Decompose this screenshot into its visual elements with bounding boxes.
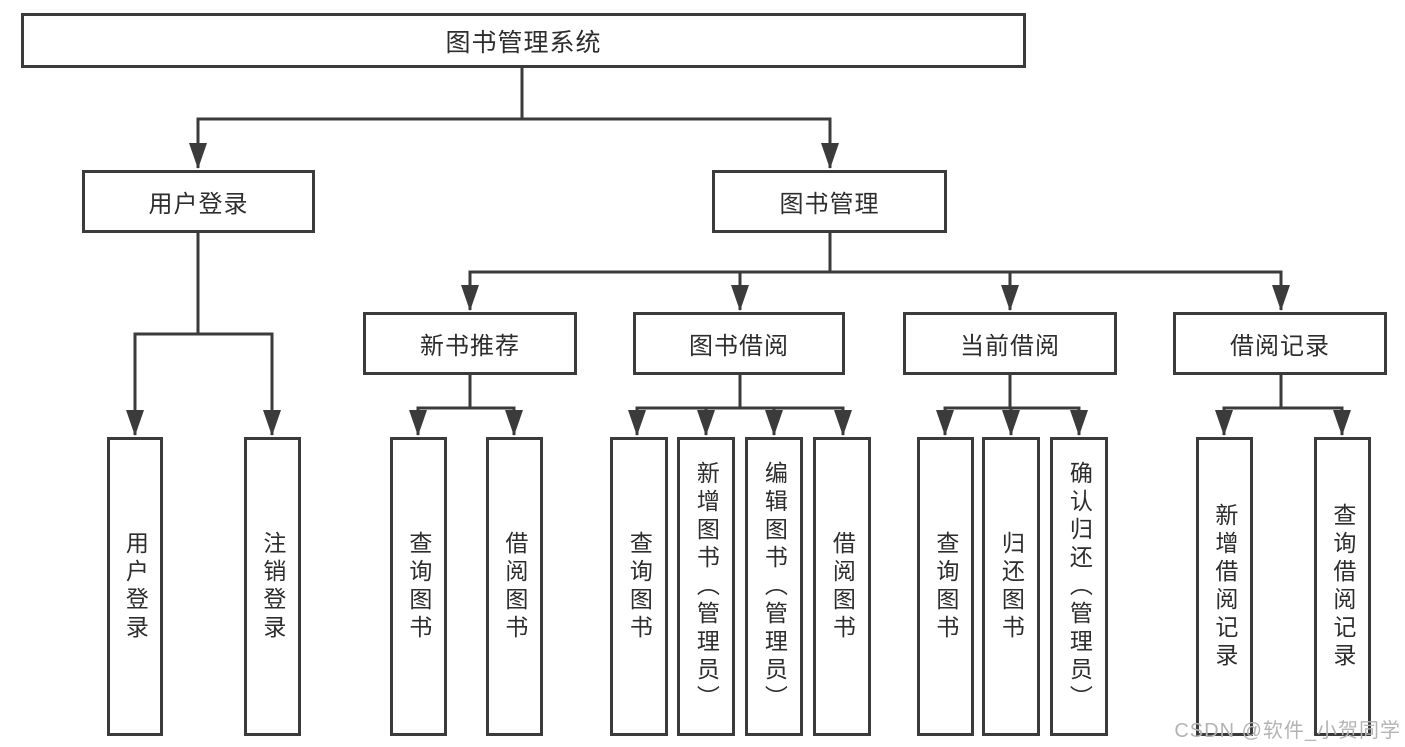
node-new-book-recommend: 新书推荐 [363, 312, 577, 375]
node-label: 借阅记录 [1230, 333, 1330, 360]
leaf-current-query-books: 查询图书 [917, 437, 974, 736]
node-label: 用户登录 [148, 191, 249, 218]
node-label: 图书管理系统 [445, 28, 602, 57]
node-label: 新增借阅记录 [1211, 502, 1238, 671]
leaf-query-borrow-record: 查询借阅记录 [1314, 437, 1371, 736]
node-library-management-system: 图书管理系统 [21, 13, 1026, 68]
node-label: 查询图书 [405, 530, 432, 643]
node-label: 新书推荐 [420, 333, 520, 360]
node-label: 确认归还（管理员） [1066, 460, 1093, 713]
node-label: 借阅图书 [501, 530, 528, 643]
node-label: 图书管理 [779, 191, 880, 218]
csdn-watermark: CSDN @软件_小贺同学 [1174, 720, 1401, 742]
leaf-add-books-admin: 新增图书（管理员） [677, 437, 735, 736]
leaf-user-login: 用户登录 [107, 437, 163, 736]
leaf-logout: 注销登录 [244, 437, 301, 736]
node-label: 查询图书 [626, 530, 653, 643]
node-label: 注销登录 [259, 530, 286, 643]
leaf-borrow-books: 借阅图书 [813, 437, 871, 736]
leaf-edit-books-admin: 编辑图书（管理员） [745, 437, 803, 736]
node-book-management: 图书管理 [712, 170, 947, 233]
leaf-borrow-query-books: 查询图书 [610, 437, 668, 736]
node-label: 编辑图书（管理员） [761, 460, 788, 713]
node-label: 查询图书 [932, 530, 959, 643]
node-label: 归还图书 [998, 530, 1025, 643]
node-current-borrowing: 当前借阅 [903, 312, 1117, 375]
node-label: 图书借阅 [689, 333, 789, 360]
node-book-borrowing: 图书借阅 [633, 312, 845, 375]
leaf-return-books: 归还图书 [982, 437, 1040, 736]
node-user-login: 用户登录 [82, 170, 315, 233]
node-label: 查询借阅记录 [1329, 502, 1356, 671]
leaf-newbook-borrow-books: 借阅图书 [486, 437, 543, 736]
leaf-newbook-query-books: 查询图书 [390, 437, 447, 736]
leaf-add-borrow-record: 新增借阅记录 [1196, 437, 1253, 736]
node-label: 当前借阅 [960, 333, 1060, 360]
node-borrowing-records: 借阅记录 [1173, 312, 1387, 375]
node-label: 新增图书（管理员） [693, 460, 720, 713]
node-label: 用户登录 [122, 530, 149, 643]
node-label: 借阅图书 [829, 530, 856, 643]
leaf-confirm-return-admin: 确认归还（管理员） [1050, 437, 1108, 736]
